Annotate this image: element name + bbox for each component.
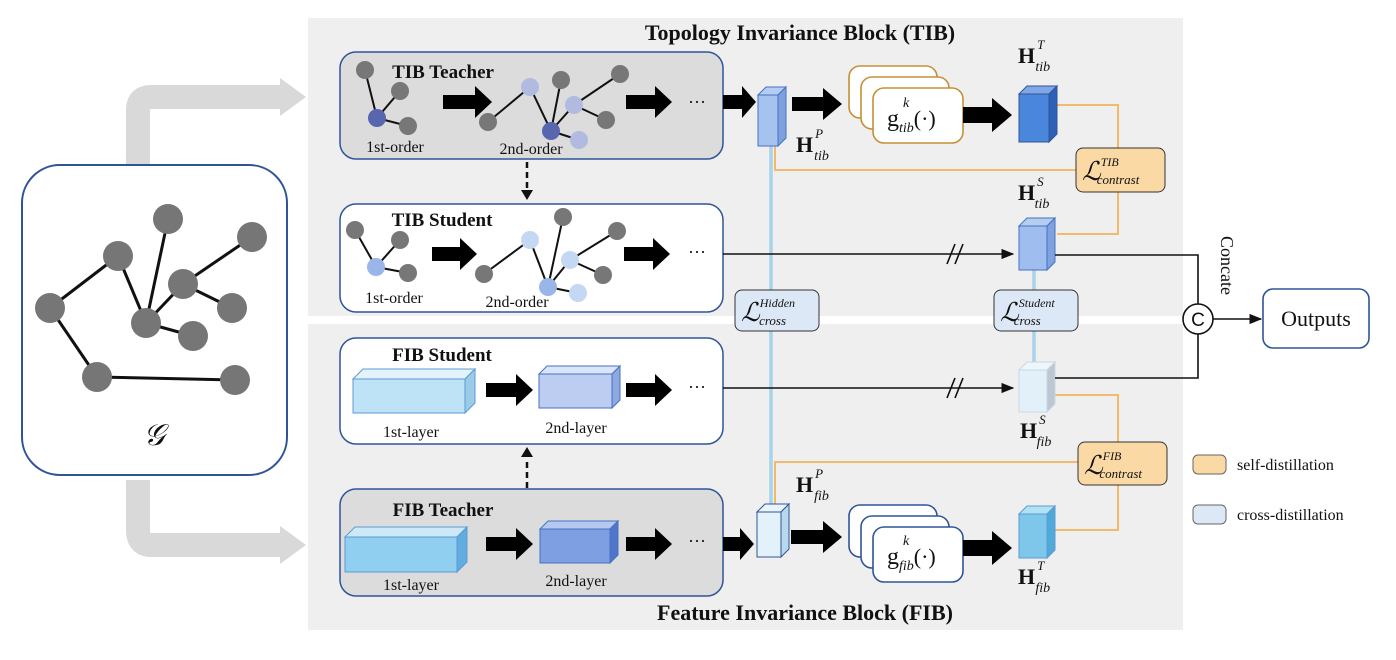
input-graph-panel — [21, 164, 288, 476]
tib-contrast-lines — [774, 104, 1119, 235]
hidden-cross-loss-box — [734, 289, 820, 332]
outputs-label: Outputs — [1281, 306, 1351, 331]
tib-student-ellipsis: ··· — [688, 242, 706, 262]
fib-projection-cube — [755, 502, 791, 559]
fib-block-title: Feature Invariance Block (FIB) — [657, 600, 953, 625]
fib-teacher-title: FIB Teacher — [393, 500, 494, 521]
tib-block-title: Topology Invariance Block (TIB) — [645, 20, 955, 45]
fib-teacher-to-projection-arrow — [723, 528, 754, 560]
fib-student-embedding-cube — [1017, 360, 1057, 414]
fib-student-break-mark — [946, 377, 964, 399]
fib-teacher-second-label: 2nd-layer — [545, 573, 607, 590]
input-to-tib-arrow — [126, 78, 306, 165]
fib-dashed-arrowhead — [521, 447, 533, 457]
fib-teacher-panel — [339, 488, 724, 597]
student-cross-loss-box — [993, 289, 1079, 332]
tib-projection-cube — [756, 85, 788, 148]
concat-label: Concate — [1217, 236, 1237, 295]
fib-g-to-teacher-arrow — [963, 531, 1012, 565]
fib-projection-func: gfib(·) — [887, 544, 936, 574]
fib-student-to-concat-line — [1055, 334, 1199, 379]
fib-contrast-loss-box — [1077, 441, 1168, 486]
tib-teacher-title: TIB Teacher — [392, 62, 494, 83]
tib-student-break-mark — [946, 243, 964, 265]
tib-projection-to-g-arrow — [792, 88, 842, 120]
fib-projection-k: k — [903, 534, 910, 549]
tib-student-to-concat-line — [1055, 254, 1199, 304]
tib-student-title: TIB Student — [392, 210, 494, 231]
fib-contrast-lines — [774, 394, 1119, 531]
tib-projection-head — [848, 65, 964, 144]
tib-contrast-loss-box — [1075, 147, 1166, 193]
tib-student-second-label: 2nd-order — [485, 294, 549, 311]
fib-projection-to-g-arrow — [791, 521, 842, 553]
tib-teacher-to-projection-arrow — [723, 86, 756, 118]
tib-student-embedding-cube — [1017, 216, 1057, 272]
tib-dashed-arrowhead — [521, 190, 533, 200]
outputs-box — [1262, 288, 1370, 349]
fib-teacher-first-label: 1st-layer — [383, 577, 440, 594]
legend-cross-swatch — [1192, 504, 1227, 525]
tib-projection-k: k — [903, 96, 910, 111]
fib-student-panel — [339, 337, 724, 445]
tib-teacher-ellipsis: ··· — [688, 92, 706, 112]
tib-teacher-first-label: 1st-order — [366, 139, 424, 156]
tib-teacher-panel — [339, 51, 724, 160]
fib-student-first-label: 1st-layer — [383, 424, 440, 441]
fib-student-second-label: 2nd-layer — [545, 420, 607, 437]
tib-projection-func: gtib(·) — [887, 106, 936, 136]
legend-self-label: self-distillation — [1237, 457, 1334, 474]
legend-cross-label: cross-distillation — [1237, 507, 1344, 524]
legend-self-swatch — [1192, 454, 1227, 475]
tib-teacher-second-label: 2nd-order — [499, 141, 563, 158]
input-to-fib-arrow — [126, 480, 306, 564]
fib-student-ellipsis: ··· — [688, 377, 706, 397]
fib-student-title: FIB Student — [392, 345, 492, 366]
tib-student-panel — [339, 203, 724, 313]
tib-teacher-embedding-cube — [1017, 84, 1059, 144]
tib-student-first-label: 1st-order — [365, 290, 423, 307]
fib-teacher-embedding-cube — [1017, 504, 1057, 560]
fib-teacher-ellipsis: ··· — [688, 531, 706, 551]
concat-node-symbol: C — [1191, 310, 1205, 331]
tib-g-to-teacher-arrow — [963, 98, 1012, 132]
